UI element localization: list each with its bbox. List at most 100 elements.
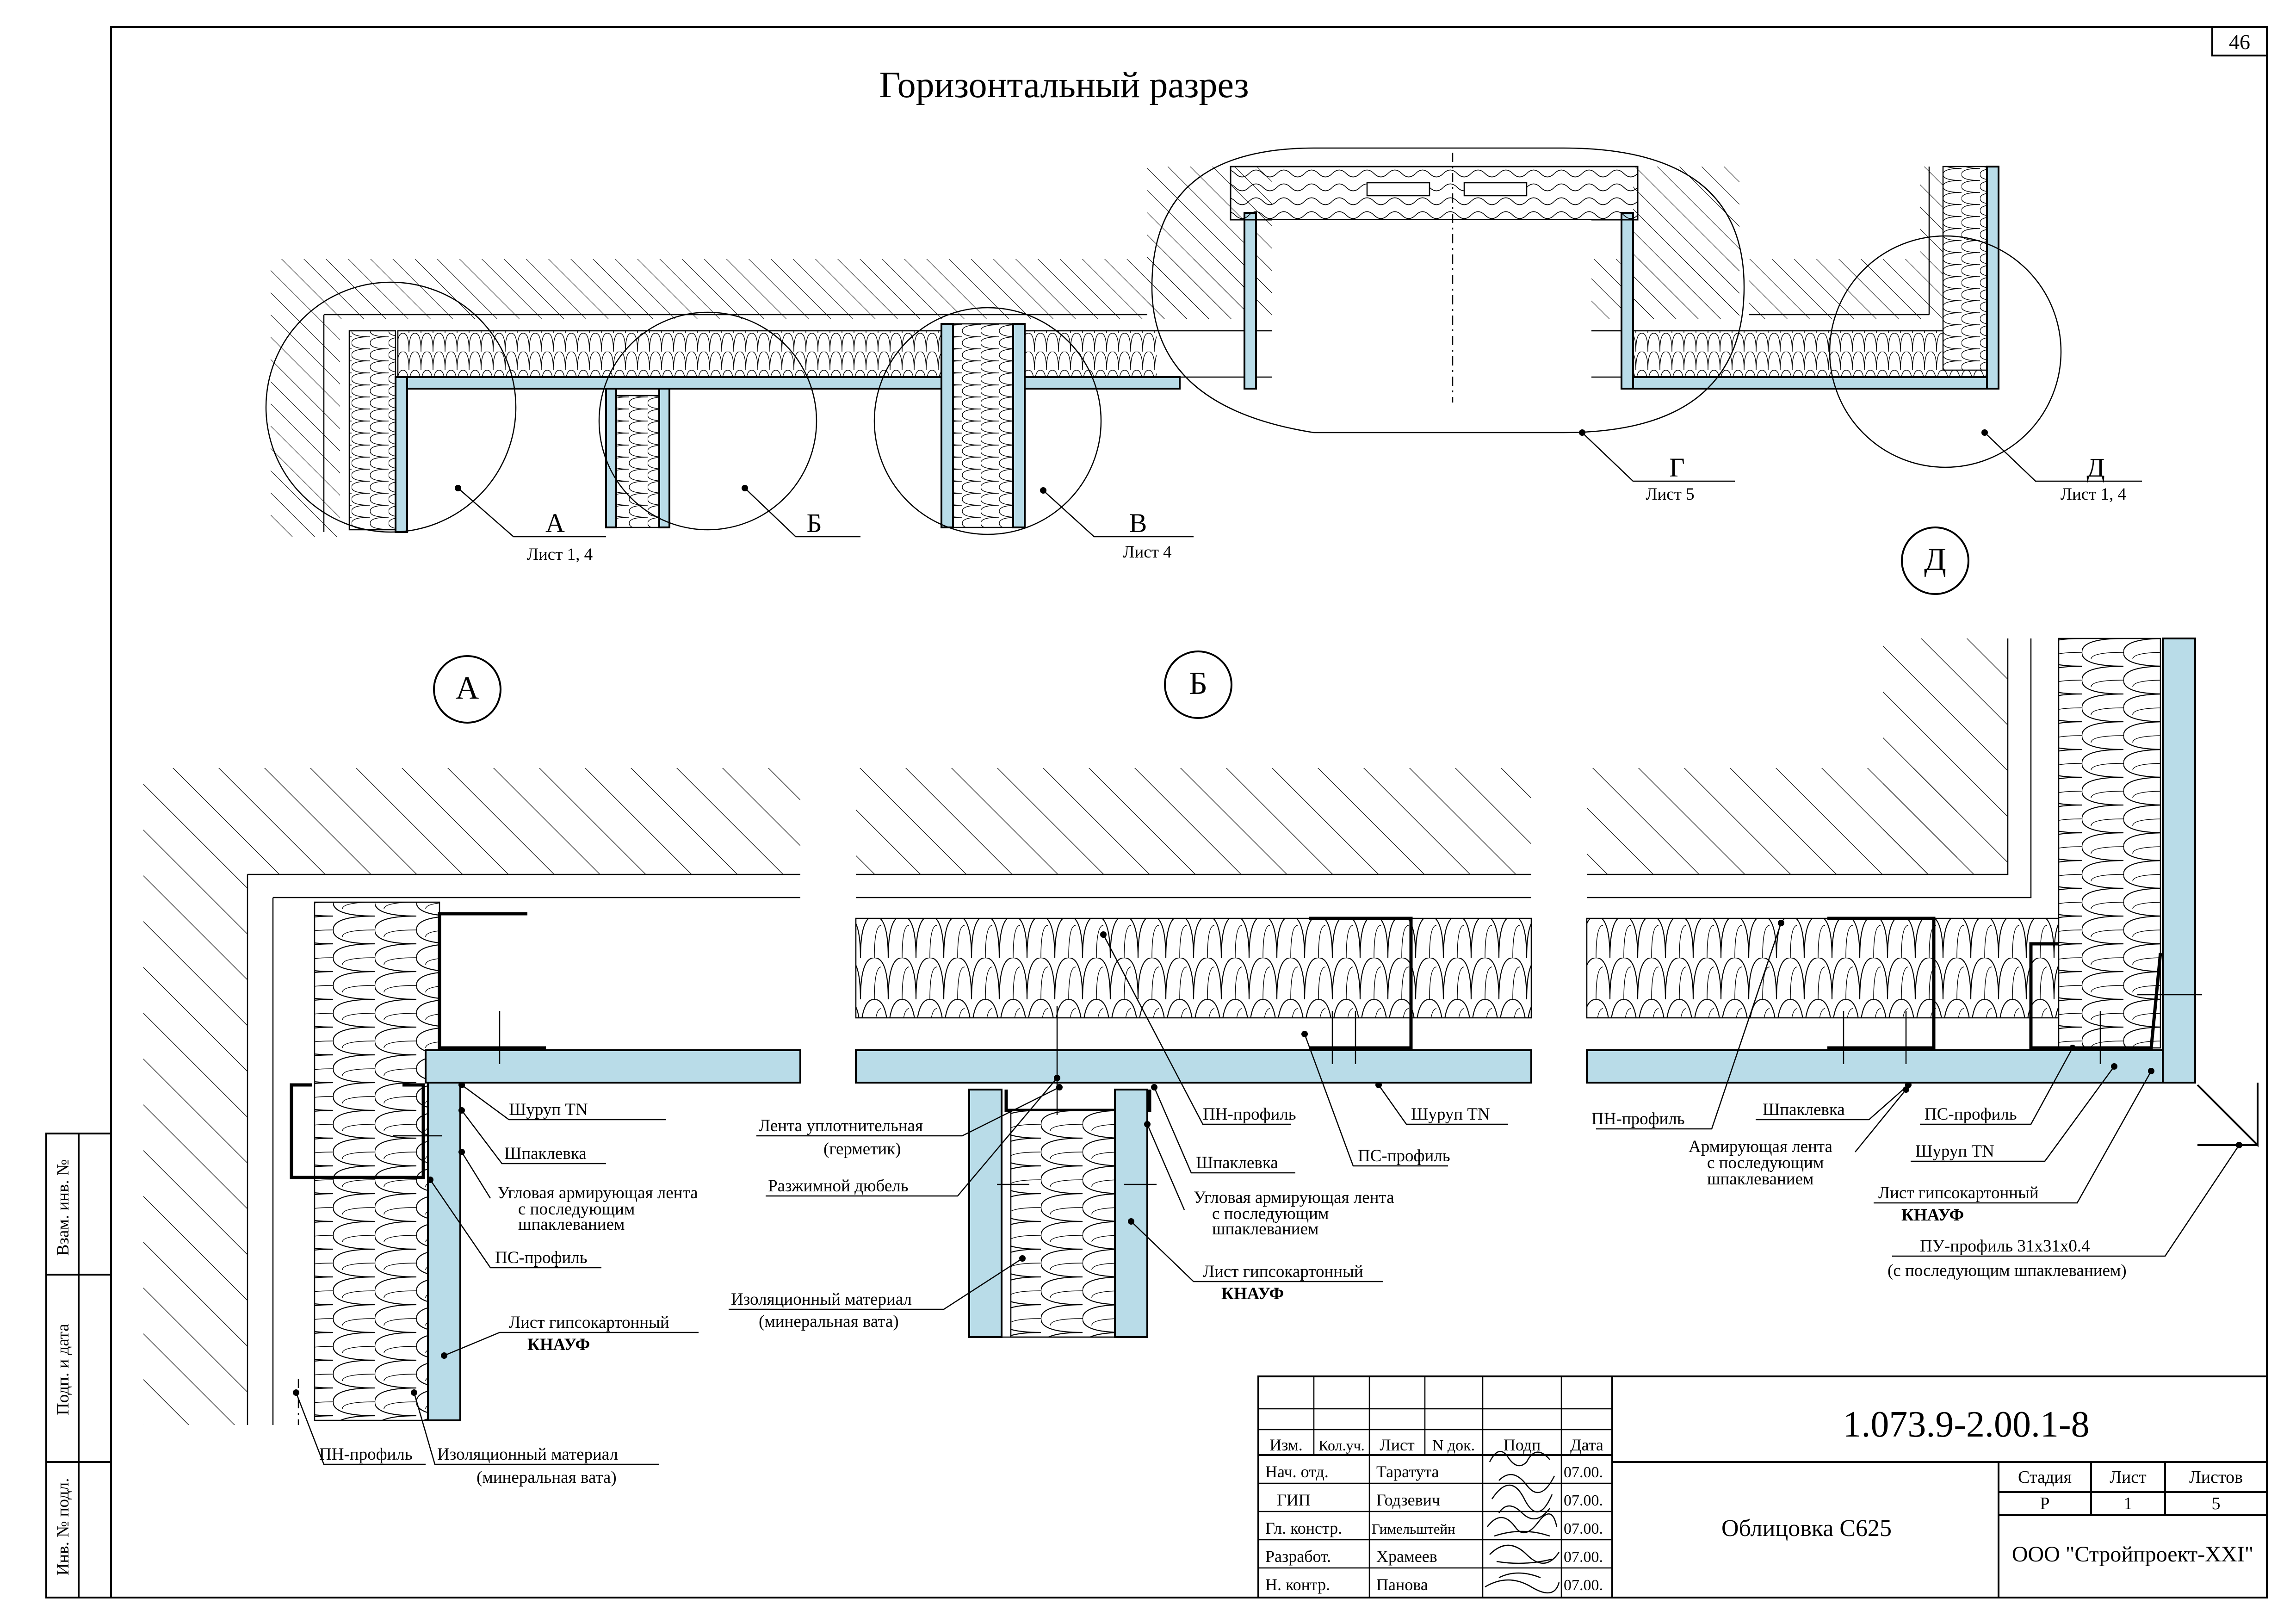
page-number-box: [2211, 26, 2268, 56]
svg-text:07.00.: 07.00.: [1564, 1464, 1603, 1481]
document-code: 1.073.9-2.00.1-8: [1843, 1404, 2089, 1445]
sheet-label: Лист: [2110, 1468, 2147, 1487]
svg-text:Гимельштейн: Гимельштейн: [1372, 1521, 1455, 1537]
svg-text:Лист 5: Лист 5: [1646, 485, 1694, 504]
svg-text:ПС-профиль: ПС-профиль: [1925, 1105, 2017, 1124]
svg-text:Лист гипсокартонный: Лист гипсокартонный: [1203, 1262, 1363, 1281]
detail-d-letter: Д: [1924, 542, 1946, 577]
svg-text:шпаклеванием: шпаклеванием: [1707, 1170, 1813, 1189]
svg-text:Шпаклевка: Шпаклевка: [504, 1144, 587, 1163]
side-stamps: Взам. инв. № Подп. и дата Инв. № подл.: [45, 1133, 112, 1598]
sheets-value: 5: [2212, 1494, 2221, 1513]
svg-text:(минеральная вата): (минеральная вата): [759, 1312, 899, 1331]
stamp-vzam: Взам. инв. №: [54, 1159, 73, 1256]
title-block-header: Изм. Кол.уч. Лист N док. Подп Дата: [1269, 1436, 1603, 1454]
svg-text:КНАУФ: КНАУФ: [527, 1335, 590, 1354]
svg-text:07.00.: 07.00.: [1564, 1492, 1603, 1509]
svg-text:Кол.уч.: Кол.уч.: [1318, 1437, 1364, 1454]
detail-b-labels: Лента уплотнительная (герметик) Разжимно…: [729, 931, 1508, 1331]
detail-a-badge: [433, 655, 501, 724]
svg-text:Армирующая лента: Армирующая лента: [1689, 1137, 1832, 1156]
svg-text:Угловая армирующая лента: Угловая армирующая лента: [1194, 1188, 1394, 1207]
detail-a: А Шуруп TN Шпаклевка Угловая армирующая …: [143, 655, 801, 1487]
svg-text:Д: Д: [2086, 452, 2105, 483]
stamp-podp: Подп. и дата: [54, 1324, 73, 1415]
svg-text:Угловая армирующая лента: Угловая армирующая лента: [497, 1183, 698, 1202]
detail-d: Д ПН-профиль Шпаклевка Армирующая лента: [1586, 527, 2259, 1280]
svg-text:Нач. отд.: Нач. отд.: [1265, 1462, 1329, 1481]
svg-text:Изоляционный материал: Изоляционный материал: [731, 1290, 912, 1309]
svg-text:КНАУФ: КНАУФ: [1901, 1206, 1964, 1225]
detail-d-labels: ПН-профиль Шпаклевка Армирующая лента с …: [1591, 920, 2242, 1280]
svg-text:07.00.: 07.00.: [1564, 1520, 1603, 1537]
stage-label: Стадия: [2018, 1468, 2072, 1487]
svg-text:В: В: [1129, 508, 1147, 538]
svg-text:Подп: Подп: [1504, 1436, 1541, 1454]
detail-b-letter: Б: [1189, 666, 1207, 701]
svg-text:Лист 1, 4: Лист 1, 4: [2061, 485, 2126, 504]
svg-text:Лист 4: Лист 4: [1123, 543, 1171, 562]
svg-text:Разработ.: Разработ.: [1265, 1547, 1331, 1566]
svg-text:07.00.: 07.00.: [1564, 1577, 1603, 1594]
sheet-value: 1: [2124, 1494, 2133, 1513]
svg-text:(минеральная вата): (минеральная вата): [477, 1468, 617, 1487]
overview-callout-v: В Лист 4: [1040, 487, 1194, 562]
svg-text:N док.: N док.: [1432, 1437, 1475, 1454]
overview-callout-d: Д Лист 1, 4: [1981, 429, 2142, 504]
svg-text:Лист гипсокартонный: Лист гипсокартонный: [509, 1313, 669, 1332]
svg-text:Б: Б: [806, 508, 822, 538]
svg-text:ПС-профиль: ПС-профиль: [1358, 1146, 1450, 1165]
svg-text:Разжимной дюбель: Разжимной дюбель: [768, 1177, 909, 1196]
svg-text:Шпаклевка: Шпаклевка: [1763, 1100, 1845, 1119]
svg-text:Лента уплотнительная: Лента уплотнительная: [759, 1116, 923, 1135]
svg-text:Гл. констр.: Гл. констр.: [1265, 1519, 1342, 1537]
svg-text:ПУ-профиль 31x31x0.4: ПУ-профиль 31x31x0.4: [1920, 1237, 2090, 1256]
svg-text:Таратута: Таратута: [1376, 1462, 1439, 1481]
svg-text:Шуруп TN: Шуруп TN: [1411, 1105, 1490, 1124]
detail-b: Б Лента уплотнительная (герметик) Разжим…: [729, 650, 1532, 1338]
overview-callout-g: Г Лист 5: [1579, 429, 1735, 504]
document-name: Облицовка С625: [1721, 1515, 1892, 1542]
svg-text:Изм.: Изм.: [1269, 1436, 1303, 1454]
svg-text:Лист: Лист: [1380, 1436, 1415, 1454]
svg-text:Храмеев: Храмеев: [1376, 1547, 1437, 1566]
svg-text:А: А: [545, 508, 565, 538]
sheets-label: Листов: [2189, 1468, 2243, 1487]
stage-value: Р: [2040, 1494, 2049, 1513]
signatures: [1485, 1450, 1560, 1594]
svg-text:Годзевич: Годзевич: [1376, 1491, 1440, 1509]
page-title: Горизонтальный разрез: [879, 65, 1249, 105]
detail-b-badge: [1164, 650, 1232, 719]
svg-text:с последующим: с последующим: [1707, 1153, 1824, 1172]
company-name: ООО "Стройпроект-XXI": [2012, 1542, 2253, 1567]
svg-text:Дата: Дата: [1570, 1436, 1603, 1454]
svg-text:Шуруп TN: Шуруп TN: [509, 1100, 588, 1119]
svg-text:ПС-профиль: ПС-профиль: [495, 1248, 588, 1267]
svg-text:шпаклеванием: шпаклеванием: [1212, 1220, 1318, 1239]
svg-text:07.00.: 07.00.: [1564, 1549, 1603, 1566]
title-block-rows: Нач. отд. Таратута 07.00. ГИП Годзевич 0…: [1265, 1462, 1603, 1594]
svg-text:Изоляционный материал: Изоляционный материал: [437, 1445, 618, 1464]
stamp-inv: Инв. № подл.: [54, 1478, 73, 1576]
svg-text:с последующим: с последующим: [1212, 1204, 1329, 1223]
svg-text:с последующим: с последующим: [518, 1200, 635, 1219]
svg-text:(с последующим шпаклеванием): (с последующим шпаклеванием): [1888, 1261, 2127, 1280]
overview-section: А Лист 1, 4 Б В Лист 4 Г Лист 5 Д Лист 1…: [265, 147, 2142, 564]
svg-text:Лист гипсокартонный: Лист гипсокартонный: [1878, 1183, 2039, 1202]
svg-text:ПН-профиль: ПН-профиль: [1203, 1105, 1296, 1124]
sheet-frame: [110, 26, 2268, 1598]
svg-text:Шуруп TN: Шуруп TN: [1915, 1142, 1994, 1161]
svg-text:(герметик): (герметик): [823, 1140, 901, 1158]
svg-text:Лист 1, 4: Лист 1, 4: [527, 545, 593, 564]
detail-a-labels: Шуруп TN Шпаклевка Угловая армирующая ле…: [293, 1082, 699, 1487]
page-number: 46: [2229, 30, 2250, 54]
svg-text:ПН-профиль: ПН-профиль: [319, 1445, 413, 1464]
svg-text:ПН-профиль: ПН-профиль: [1591, 1109, 1685, 1128]
svg-text:Шпаклевка: Шпаклевка: [1196, 1153, 1278, 1172]
title-block: 1.073.9-2.00.1-8 Изм. Кол.уч. Лист N док…: [1257, 1375, 2268, 1598]
detail-d-badge: [1901, 527, 1969, 595]
svg-text:Н. контр.: Н. контр.: [1265, 1575, 1330, 1594]
detail-a-letter: А: [456, 670, 479, 706]
overview-callout-a: А Лист 1, 4: [455, 485, 606, 564]
